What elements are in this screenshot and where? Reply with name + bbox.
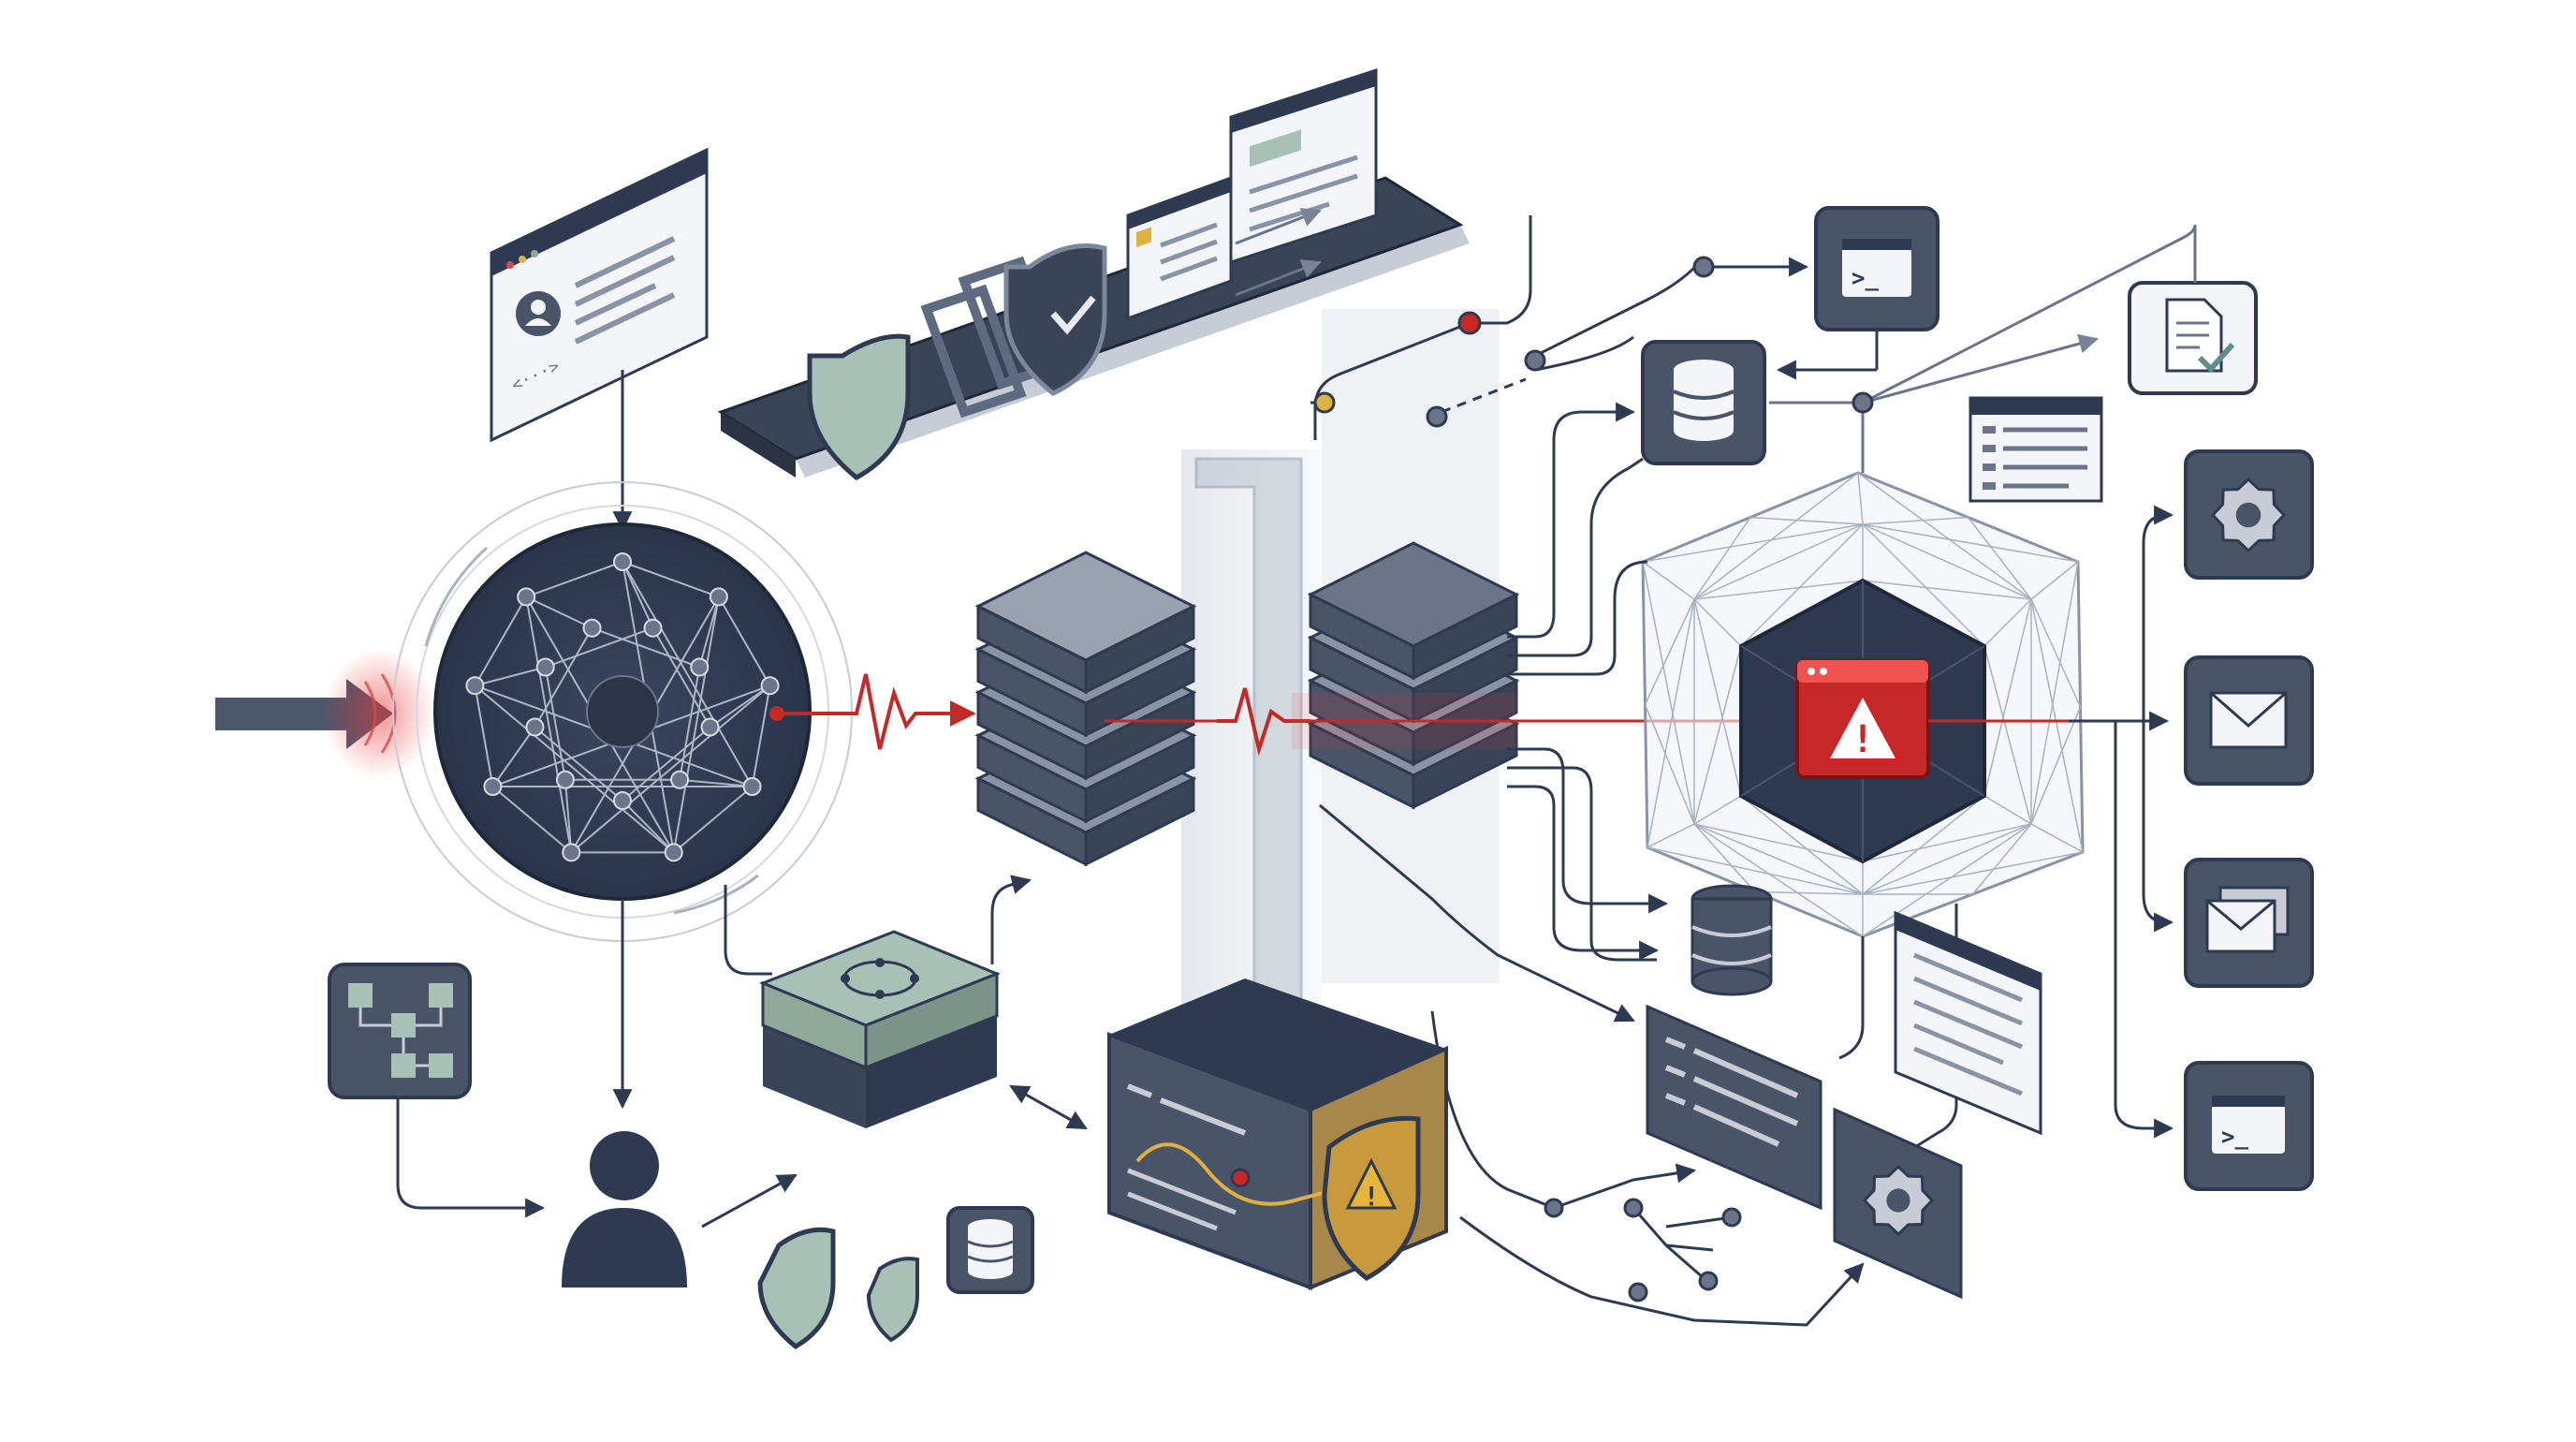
platform-window-small: [1126, 175, 1233, 321]
neural-node: [760, 676, 780, 696]
terminal-icon: >_: [1814, 206, 1939, 331]
user-icon: [562, 1131, 687, 1288]
neural-node: [535, 657, 555, 677]
doc-connectors: [1769, 224, 2197, 473]
alert-warning-icon: [1830, 698, 1895, 758]
neural-mesh: [465, 552, 780, 862]
profile-card-titlebar: [491, 150, 707, 276]
multi-envelope-icon: [2184, 858, 2314, 988]
document-check-icon: [2128, 281, 2258, 395]
threat-dashboard: !: [1107, 978, 1448, 1290]
list-window: [1969, 396, 2103, 503]
neural-node: [562, 843, 581, 862]
neural-node: [555, 770, 575, 789]
alert-core: !: [1641, 471, 2170, 938]
neural-node: [582, 618, 602, 638]
neural-node: [465, 676, 485, 696]
server-layer: [1307, 541, 1520, 681]
neural-node: [664, 843, 683, 862]
report-panel: [1894, 910, 2042, 1136]
node-red: [1457, 311, 1482, 335]
shield-icon: [807, 333, 911, 480]
terminal-prompt-bottom: >_: [2221, 1124, 2248, 1150]
shield-warning-glyph: !: [1364, 1181, 1380, 1212]
log-panel: [1646, 1004, 1822, 1211]
server-layer: [974, 551, 1197, 695]
fan-out-lines: [1319, 402, 1958, 1182]
terminal-prompt: >_: [1852, 265, 1879, 291]
neural-node: [525, 717, 545, 737]
security-platform: [717, 67, 1470, 480]
shield-warning-icon: !: [1322, 1115, 1421, 1281]
neural-node: [517, 587, 536, 607]
neural-node: [742, 777, 762, 796]
right-bus: [2114, 505, 2174, 1139]
gear-panel: [1833, 1107, 1963, 1300]
router-stack: [758, 930, 1002, 1128]
workflow-icon: [328, 963, 472, 1099]
node-yellow: [1313, 391, 1336, 414]
geodesic-mesh: [1642, 472, 2084, 937]
platform-window-large: [1229, 67, 1378, 265]
gear-icon: [2184, 449, 2314, 580]
alert-glyph: !: [1852, 718, 1874, 761]
neural-node: [613, 552, 632, 571]
neural-node: [709, 587, 728, 607]
database-icon-bottom: [1690, 884, 1773, 996]
shield-icon-bottom-left: [757, 1227, 919, 1350]
neural-node: [700, 717, 720, 737]
shield-check-icon: [1003, 243, 1107, 396]
neural-node: [670, 770, 690, 789]
profile-card: <···>: [490, 147, 709, 532]
neural-node: [643, 618, 663, 638]
database-icon-bottom-left: [946, 1206, 1034, 1294]
input-stream: [215, 648, 435, 779]
database-icon: [1641, 340, 1766, 465]
alert-window: !: [1795, 658, 1930, 779]
signal-pulse-icon: [769, 673, 976, 750]
terminal-icon-bottom: >_: [2184, 1061, 2314, 1191]
neural-node: [483, 777, 503, 796]
neural-node: [690, 657, 710, 677]
neural-node: [613, 791, 632, 810]
server-stack-left: [974, 551, 1197, 867]
input-glow: [323, 648, 435, 779]
envelope-icon: [2184, 655, 2314, 786]
server-stack-right: [1307, 541, 1520, 810]
